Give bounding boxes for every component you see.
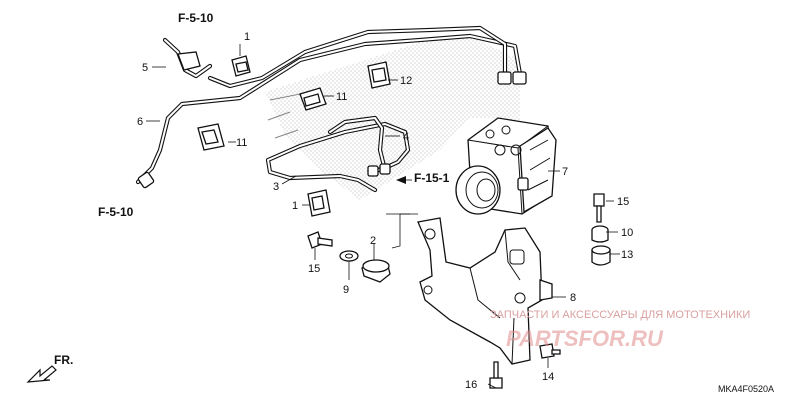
callout-15-right: 15	[617, 196, 629, 208]
rubber-mount	[361, 259, 391, 283]
bolt-16	[489, 361, 503, 389]
callout-1-top: 1	[244, 31, 250, 43]
callout-11-upper: 11	[336, 91, 347, 103]
bolt-left	[307, 231, 333, 249]
callout-9: 9	[343, 284, 349, 296]
collar	[591, 225, 609, 243]
arrow-front-icon	[26, 365, 57, 383]
callout-12: 12	[400, 75, 412, 87]
callout-10: 10	[621, 227, 633, 239]
callout-11-lower: 11	[236, 137, 247, 149]
callout-4: 4	[403, 131, 409, 143]
watermark-site: PARTSFOR.RU	[506, 326, 664, 351]
callout-13: 13	[621, 249, 633, 261]
washer	[339, 250, 359, 262]
bolt-14	[539, 343, 561, 359]
callout-15-left: 15	[308, 263, 320, 275]
f15-1-arrow	[396, 176, 412, 184]
reference-f5-10-bottom: F-5-10	[98, 205, 134, 219]
diagram-code: MKA4F0520A	[718, 384, 774, 394]
pipe-clamps	[197, 55, 391, 217]
callout-16: 16	[465, 379, 477, 391]
callout-6: 6	[137, 116, 143, 128]
front-label: FR.	[54, 353, 73, 367]
callout-3: 3	[273, 181, 279, 193]
reference-f15-1: F-15-1	[414, 171, 450, 185]
abs-bracket	[417, 217, 553, 365]
callout-7: 7	[562, 166, 568, 178]
pipe-fittings	[137, 51, 527, 189]
front-direction-indicator: FR.	[26, 353, 73, 383]
bolt-right	[593, 193, 605, 223]
abs-modulator-unit	[455, 117, 557, 215]
watermark-tagline: ЗАПЧАСТИ И АКСЕССУАРЫ ДЛЯ МОТОТЕХНИКИ	[490, 309, 750, 321]
leader-lines	[146, 44, 620, 389]
callout-2: 2	[370, 235, 376, 247]
rubber-grommet	[591, 245, 611, 266]
callout-1-lower: 1	[292, 200, 298, 212]
callout-8: 8	[570, 292, 576, 304]
reference-f5-10-top: F-5-10	[178, 11, 214, 25]
callout-5: 5	[142, 62, 148, 74]
callout-14: 14	[542, 371, 554, 383]
